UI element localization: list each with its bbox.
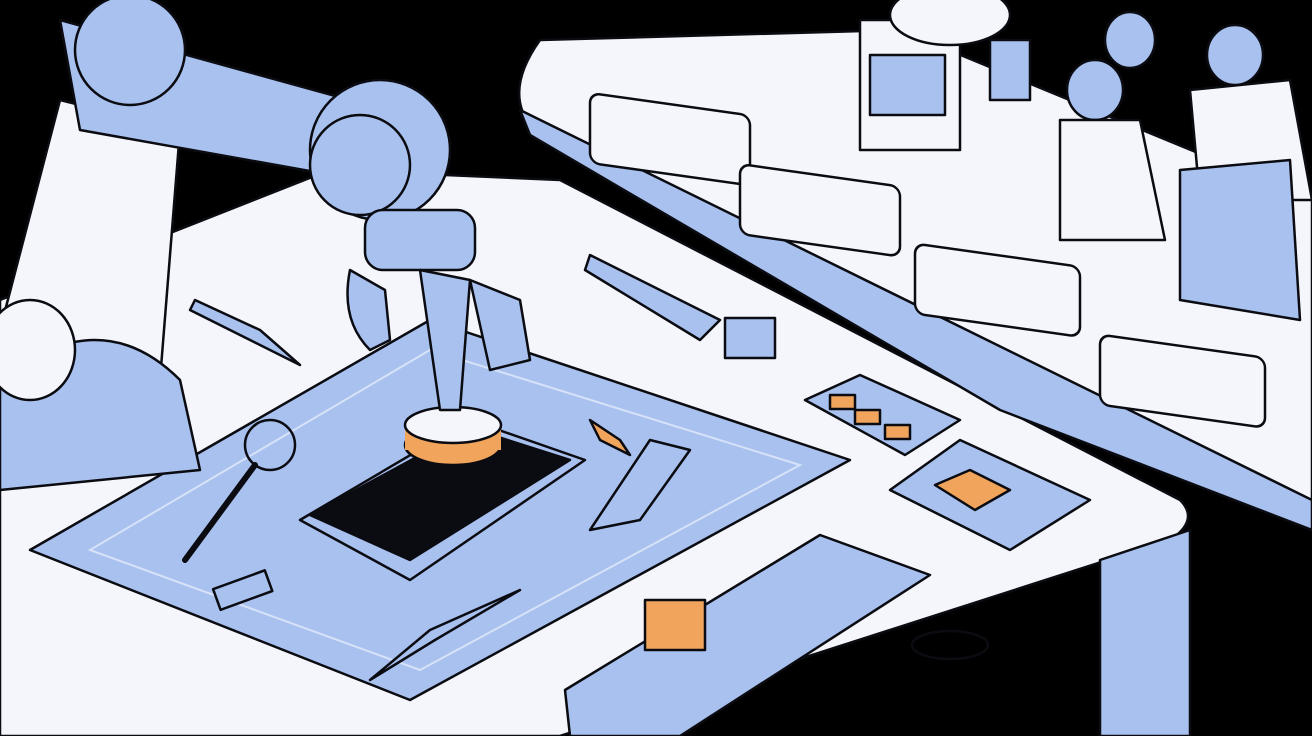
circuit-board	[298, 405, 587, 582]
mat-inner	[87, 348, 803, 672]
probe	[368, 588, 522, 682]
robot-workers	[1058, 10, 1312, 322]
connector	[211, 569, 274, 612]
soldering-pen	[583, 253, 722, 342]
robot-arm	[0, 0, 452, 492]
conveyor-edge	[518, 108, 1312, 532]
tweezers	[588, 438, 692, 532]
tools	[182, 253, 777, 682]
component-trays	[588, 92, 1267, 428]
tray	[738, 164, 902, 257]
magnifier-tool	[243, 418, 297, 472]
control-machine	[858, 0, 1032, 152]
tray	[588, 92, 752, 186]
table-leg	[1098, 528, 1192, 736]
tray	[1098, 334, 1267, 428]
parts-trays	[563, 373, 1092, 736]
screwdriver	[188, 298, 302, 367]
robot-gripper	[346, 208, 532, 412]
small-chip	[588, 418, 632, 457]
tray	[913, 243, 1082, 337]
